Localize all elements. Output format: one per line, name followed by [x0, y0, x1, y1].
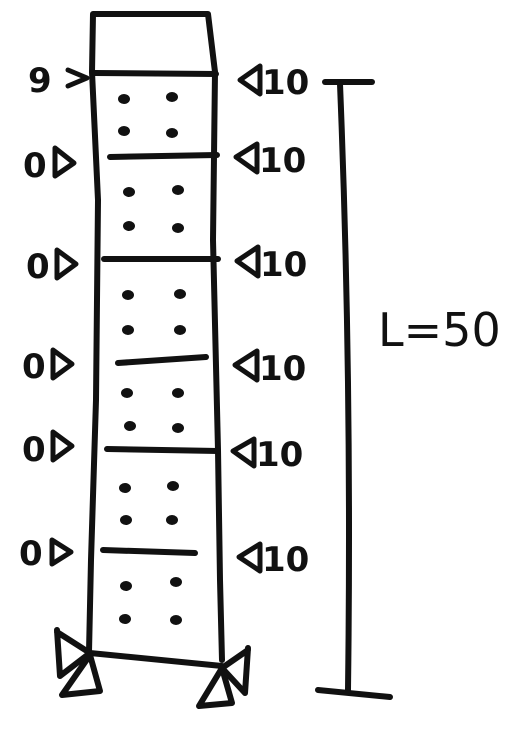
gauss-points [118, 92, 186, 625]
right-label-3: 10 [260, 245, 307, 285]
right-label-6: 10 [262, 540, 309, 580]
right-label-4: 10 [259, 349, 306, 389]
right-label-1: 10 [262, 63, 309, 103]
left-label-2: 0 [23, 146, 47, 186]
column-outline [86, 11, 225, 669]
right-roller-supports [230, 63, 263, 574]
left-label-5: 0 [22, 430, 46, 470]
length-dimension [315, 79, 393, 700]
right-labels: 10 10 10 10 10 10 [256, 63, 309, 580]
left-label-3: 0 [26, 247, 50, 287]
right-label-2: 10 [259, 141, 306, 181]
base-supports [54, 627, 251, 709]
right-label-5: 10 [256, 435, 303, 475]
element-dividers [92, 70, 221, 556]
length-label: L=50 [378, 303, 501, 357]
left-label-6: 0 [19, 534, 43, 574]
left-roller-supports [49, 67, 90, 567]
left-label-1: 9 [28, 61, 52, 101]
left-label-4: 0 [22, 347, 46, 387]
left-labels: 9 0 0 0 0 0 [19, 61, 52, 574]
